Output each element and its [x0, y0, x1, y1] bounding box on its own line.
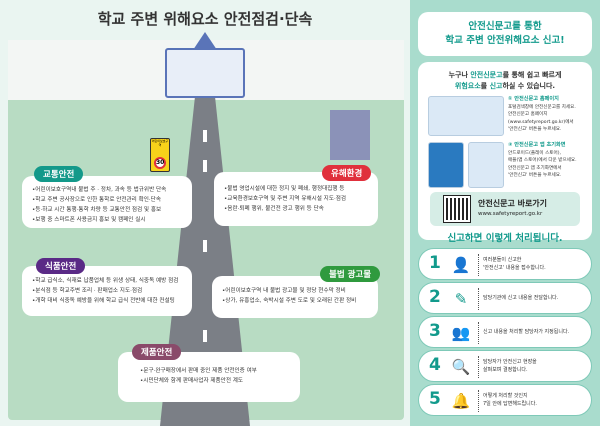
- lane-mark: [203, 240, 207, 252]
- lane-mark: [203, 330, 207, 342]
- shortcut-url: www.safetyreport.go.kr: [478, 211, 543, 217]
- product-safety-box: •문구·완구매장에서 판매 중인 제품 안전인증 여부•시민단체와 함께 판매사…: [118, 352, 300, 402]
- food-safety-box: •학교 급식소, 식재료 납품업체 등 위생 상태, 식중독 예방 점검•분식점…: [22, 266, 192, 316]
- lane-mark: [203, 160, 207, 172]
- inspect-icon: 🔍: [451, 358, 471, 376]
- app-screenshot: [428, 142, 464, 188]
- qr-code-icon: [443, 195, 471, 223]
- harmful-environment-box: •불법 영업시설에 대한 정지 및 폐쇄, 행정대집행 등•교육환경보호구역 및…: [214, 172, 378, 226]
- edit-icon: ✎: [454, 290, 468, 308]
- harmful-environment-label: 유해환경: [322, 165, 372, 181]
- website-screenshot: [428, 96, 504, 136]
- process-title: 신고하면 이렇게 처리됩니다.: [447, 233, 563, 244]
- buildings-illustration: [330, 110, 370, 160]
- page-title: 학교 주변 위해요소 안전점검·단속: [97, 10, 313, 28]
- user-chat-icon: 👤: [451, 256, 471, 274]
- illegal-ads-label: 불법 광고물: [320, 266, 381, 282]
- product-safety-label: 제품안전: [132, 344, 182, 360]
- lane-mark: [203, 130, 207, 142]
- assign-user-icon: 👥: [451, 324, 471, 342]
- traffic-safety-box: •어린이보호구역내 불법 주 · 정차, 과속 등 법규위반 단속•학교 주변 …: [22, 176, 192, 228]
- food-safety-label: 식품안전: [36, 258, 86, 274]
- process-step: 1👤여러분들이 신고한'안전신고' 내용을 접수합니다.: [418, 248, 592, 280]
- illegal-ads-box: •어린이보호구역 내 불법 광고물 및 정당 현수막 정비•상가, 유흥업소, …: [212, 276, 378, 318]
- bell-icon: 🔔: [451, 392, 471, 410]
- app-screenshot: [468, 142, 504, 188]
- process-step: 2✎담당기관에 신고 내용을 전달합니다.: [418, 282, 592, 314]
- traffic-safety-label: 교통안전: [34, 166, 84, 182]
- school-building-illustration: [165, 32, 245, 98]
- shortcut-label: 안전신문고 바로가기: [478, 199, 548, 208]
- shortcut-link[interactable]: 안전신문고 바로가기 www.safetyreport.go.kr: [430, 192, 580, 226]
- process-step: 3👥신고 내용을 처리할 담당자가 지정됩니다.: [418, 316, 592, 348]
